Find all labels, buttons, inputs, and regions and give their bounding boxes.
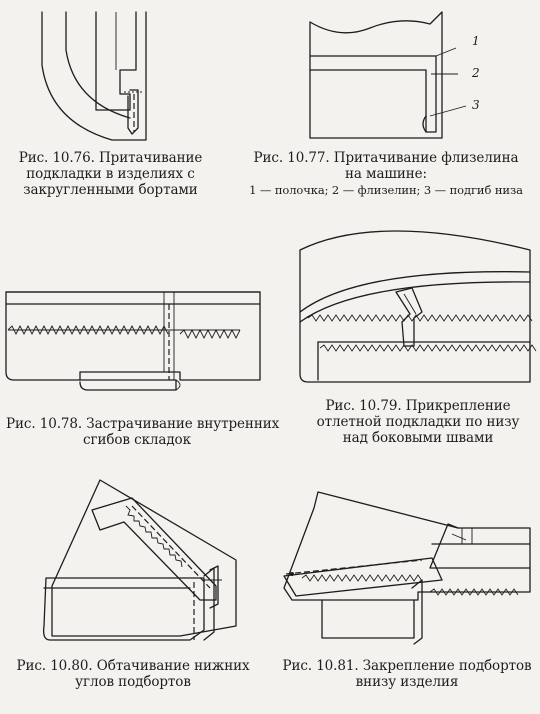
caption-line: Рис. 10.78. Застрачивание внутренних xyxy=(6,416,280,432)
figure-10-77-legend: 1 — полочка; 2 — флизелин; 3 — подгиб ни… xyxy=(249,183,523,197)
figure-10-77-drawing: 1 2 3 xyxy=(300,11,500,144)
figure-10-80-svg xyxy=(42,479,237,641)
figure-10-77-svg xyxy=(309,11,467,139)
figure-10-81-svg xyxy=(283,491,531,645)
caption-line: внизу изделия xyxy=(355,674,459,690)
caption-line: Рис. 10.80. Обтачивание нижних xyxy=(16,658,250,674)
caption-line: Рис. 10.77. Притачивание флизелина xyxy=(253,150,519,166)
figure-10-81-caption: Рис. 10.81. Закрепление подбортов внизу … xyxy=(276,658,538,690)
caption-line: сгибов складок xyxy=(83,432,191,448)
figure-10-77-caption: Рис. 10.77. Притачивание флизелина на ма… xyxy=(240,150,532,198)
figure-10-76-drawing xyxy=(40,10,150,150)
caption-line: закругленными бортами xyxy=(23,182,198,198)
figure-10-78-svg xyxy=(5,291,261,391)
caption-line: Рис. 10.76. Притачивание xyxy=(18,150,203,166)
figure-10-78-caption: Рис. 10.78. Застрачивание внутренних сги… xyxy=(6,416,280,448)
caption-line: подкладки в изделиях с xyxy=(26,166,195,182)
label-2: 2 xyxy=(472,66,480,80)
caption-line: Рис. 10.81. Закрепление подбортов xyxy=(282,658,532,674)
figure-10-81-drawing xyxy=(282,488,534,650)
figure-10-76-caption: Рис. 10.76. Притачивание подкладки в изд… xyxy=(8,150,213,198)
label-1: 1 xyxy=(472,34,480,48)
caption-line: углов подбортов xyxy=(75,674,191,690)
label-3: 3 xyxy=(472,98,480,112)
caption-line: на машине: xyxy=(345,166,427,182)
figure-10-80-caption: Рис. 10.80. Обтачивание нижних углов под… xyxy=(2,658,264,690)
caption-line: Рис. 10.79. Прикрепление xyxy=(325,398,511,414)
zigzag-stitch xyxy=(7,324,241,340)
figure-10-79-caption: Рис. 10.79. Прикрепление отлетной подкла… xyxy=(300,398,536,446)
figure-10-78-drawing xyxy=(4,286,266,398)
figure-10-80-drawing xyxy=(40,476,240,650)
caption-line: над боковыми швами xyxy=(342,430,494,446)
figure-10-79-drawing xyxy=(298,222,537,392)
caption-line: отлетной подкладки по низу xyxy=(316,414,520,430)
figure-10-79-svg xyxy=(299,230,537,383)
figure-10-76-svg xyxy=(41,11,147,141)
